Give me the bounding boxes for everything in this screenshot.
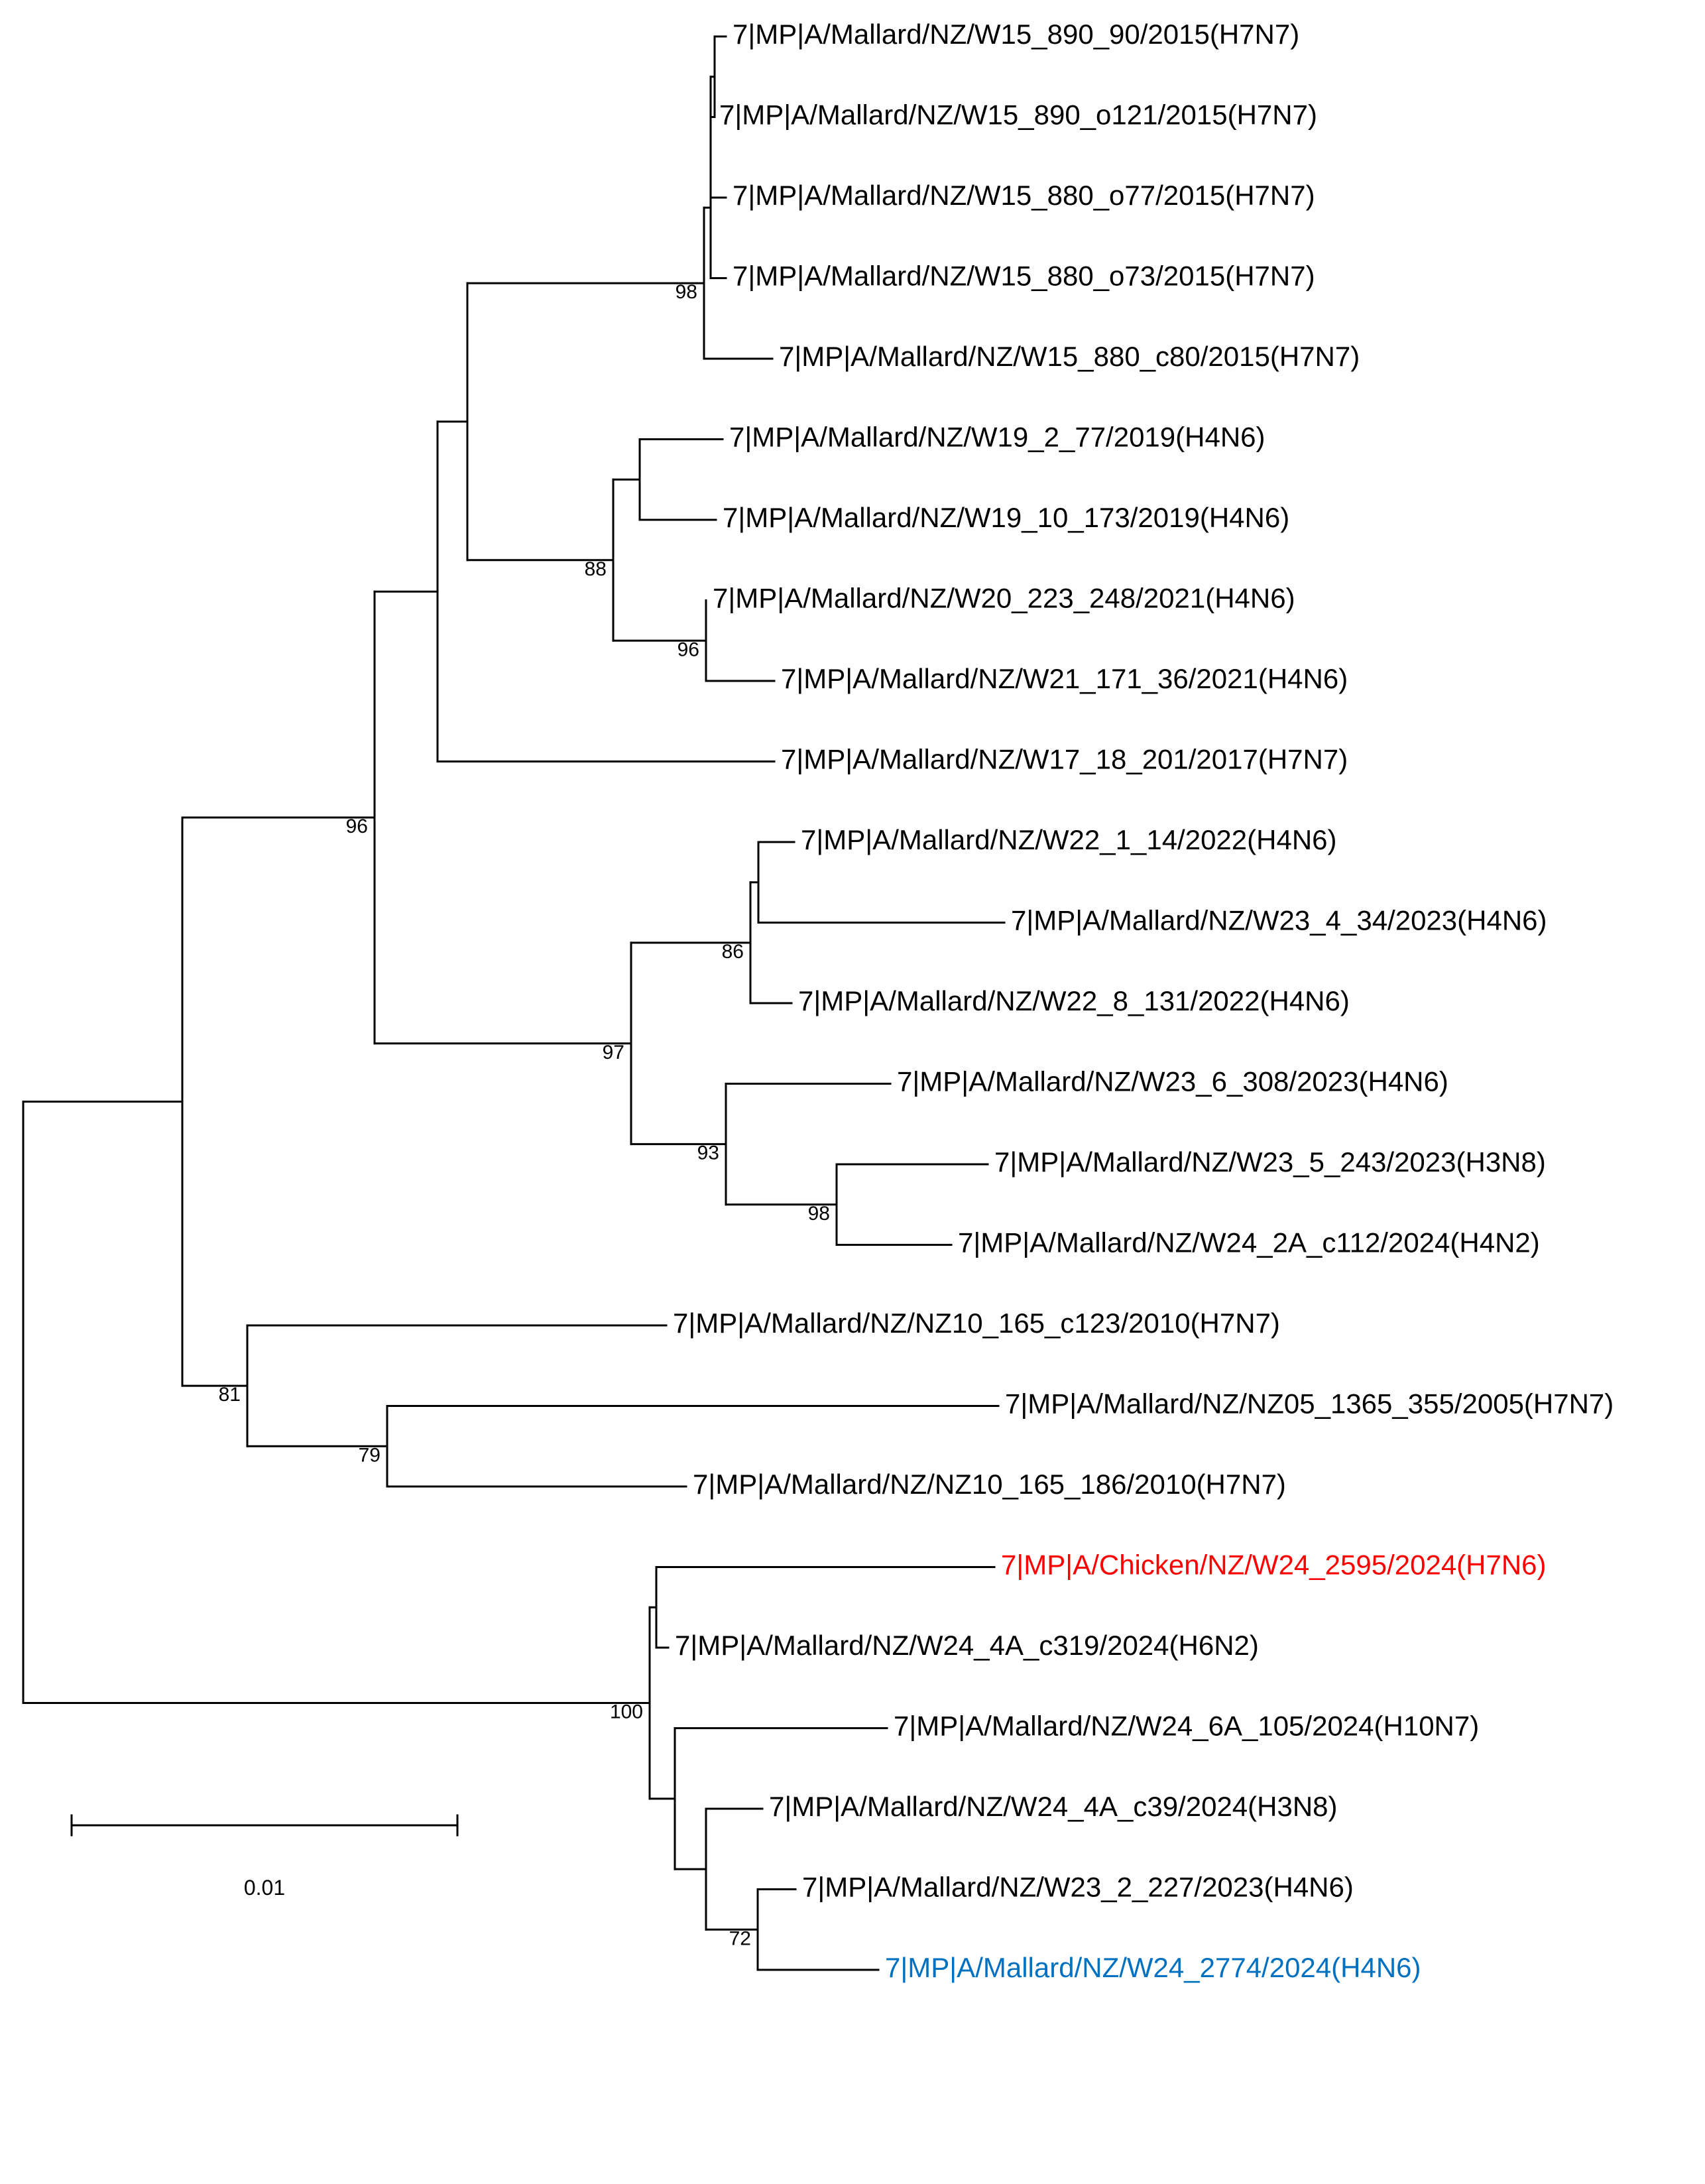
tip-label: 7|MP|A/Mallard/NZ/W15_880_o77/2015(H7N7): [733, 180, 1315, 211]
tip-label: 7|MP|A/Mallard/NZ/W23_5_243/2023(H3N8): [994, 1146, 1546, 1178]
support-value: 86: [722, 941, 744, 963]
tip-label: 7|MP|A/Mallard/NZ/W24_4A_c39/2024(H3N8): [769, 1791, 1338, 1822]
tip-labels: 7|MP|A/Mallard/NZ/W15_890_90/2015(H7N7) 7…: [673, 19, 1614, 1983]
support-value: 98: [808, 1203, 830, 1225]
tip-label: 7|MP|A/Mallard/NZ/W24_2A_c112/2024(H4N2): [958, 1227, 1540, 1258]
tip-label: 7|MP|A/Mallard/NZ/NZ05_1365_355/2005(H7N…: [1005, 1388, 1614, 1420]
tip-label: 7|MP|A/Mallard/NZ/W22_8_131/2022(H4N6): [798, 985, 1350, 1016]
support-value: 98: [676, 281, 697, 303]
tip-label: 7|MP|A/Mallard/NZ/W17_18_201/2017(H7N7): [781, 744, 1348, 775]
tip-label: 7|MP|A/Mallard/NZ/W21_171_36/2021(H4N6): [781, 663, 1348, 694]
tip-label: 7|MP|A/Mallard/NZ/W15_890_90/2015(H7N7): [733, 19, 1299, 50]
tip-label: 7|MP|A/Mallard/NZ/NZ10_165_186/2010(H7N7…: [693, 1469, 1286, 1500]
tip-label: 7|MP|A/Mallard/NZ/W15_880_o73/2015(H7N7): [733, 261, 1315, 292]
support-value: 96: [677, 638, 699, 660]
tip-label: 7|MP|A/Mallard/NZ/W19_2_77/2019(H4N6): [729, 422, 1265, 453]
support-value: 100: [610, 1701, 643, 1723]
tip-label: 7|MP|A/Mallard/NZ/NZ10_165_c123/2010(H7N…: [673, 1307, 1280, 1339]
support-value: 97: [603, 1042, 624, 1063]
support-value: 79: [359, 1444, 381, 1466]
scale-bar-label: 0.01: [244, 1876, 285, 1900]
tip-label: 7|MP|A/Mallard/NZ/W15_880_c80/2015(H7N7): [779, 341, 1360, 372]
bootstrap-support-values: 98 96 88 86 98 93 97 96 79 81 72 100: [219, 281, 830, 1949]
tip-label: 7|MP|A/Mallard/NZ/W24_2774/2024(H4N6): [885, 1952, 1421, 1983]
tip-label: 7|MP|A/Mallard/NZ/W19_10_173/2019(H4N6): [723, 502, 1289, 533]
tip-label: 7|MP|A/Mallard/NZ/W15_890_o121/2015(H7N7…: [719, 99, 1317, 131]
support-value: 96: [346, 816, 368, 837]
tree-branches: [22, 35, 1006, 1971]
support-value: 88: [585, 558, 607, 580]
tip-label: 7|MP|A/Mallard/NZ/W23_2_227/2023(H4N6): [802, 1872, 1354, 1903]
support-value: 72: [729, 1927, 751, 1949]
tip-label: 7|MP|A/Mallard/NZ/W24_6A_105/2024(H10N7): [894, 1711, 1479, 1742]
support-value: 81: [219, 1384, 241, 1406]
tip-label: 7|MP|A/Mallard/NZ/W23_6_308/2023(H4N6): [897, 1066, 1448, 1097]
tip-label: 7|MP|A/Mallard/NZ/W22_1_14/2022(H4N6): [801, 824, 1337, 855]
tip-label: 7|MP|A/Mallard/NZ/W20_223_248/2021(H4N6): [713, 583, 1295, 614]
tip-label: 7|MP|A/Mallard/NZ/W23_4_34/2023(H4N6): [1011, 905, 1547, 936]
scale-bar: 0.01: [70, 1814, 459, 1900]
tip-label: 7|MP|A/Mallard/NZ/W24_4A_c319/2024(H6N2): [675, 1630, 1259, 1661]
support-value: 93: [697, 1142, 719, 1164]
tip-label: 7|MP|A/Chicken/NZ/W24_2595/2024(H7N6): [1001, 1549, 1547, 1581]
